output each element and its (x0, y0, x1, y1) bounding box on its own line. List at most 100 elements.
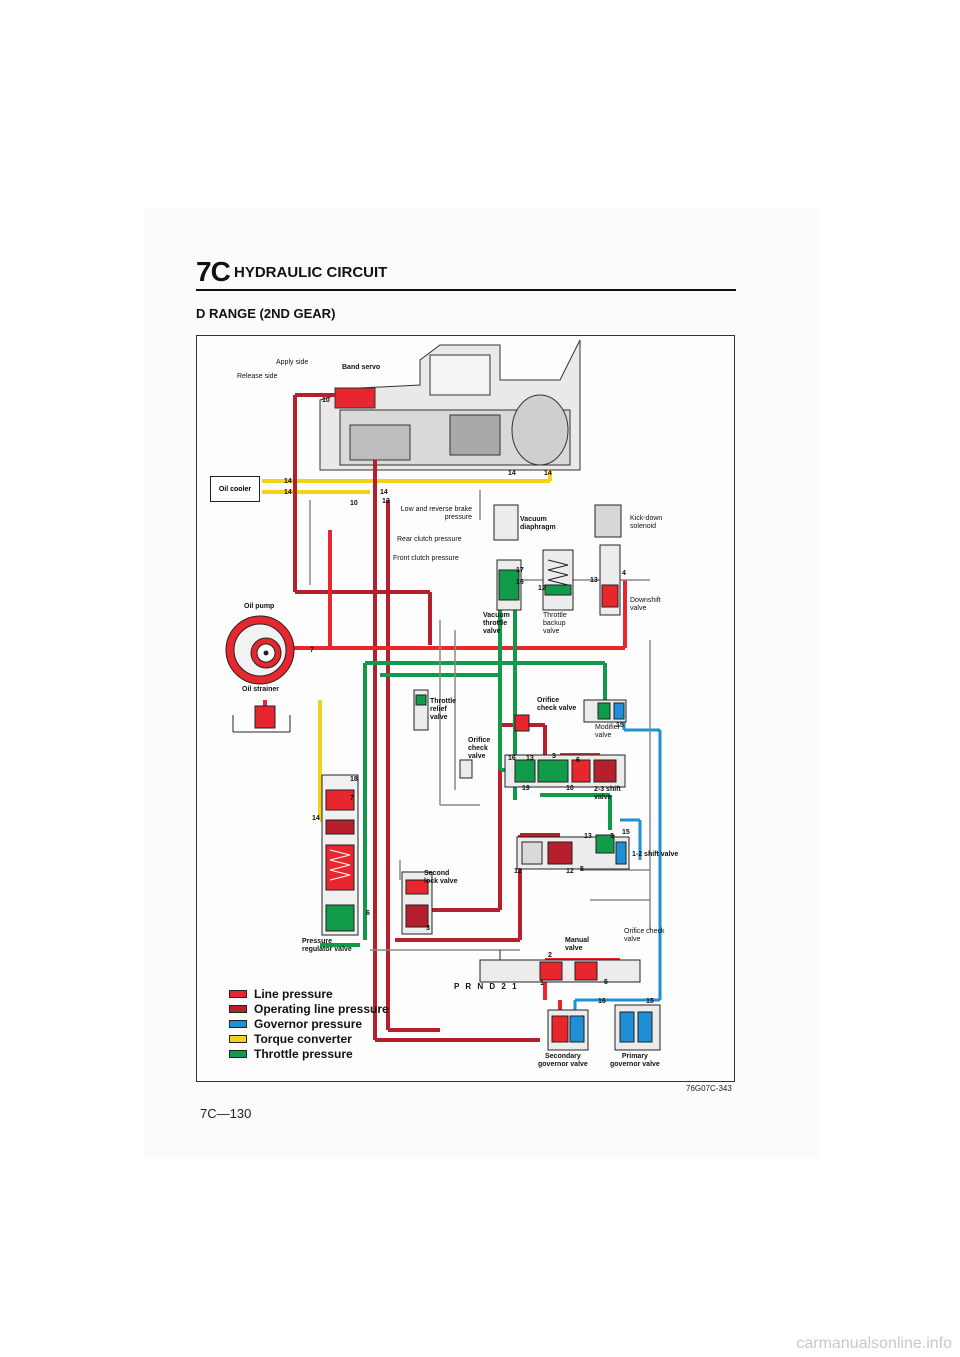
label-throttle-backup-valve: Throttle backup valve (543, 612, 567, 636)
port-number: 7 (310, 647, 314, 654)
label-shift-23-2: valve (594, 794, 612, 801)
port-number: 10 (350, 500, 358, 507)
kickdown-solenoid (594, 504, 622, 616)
legend-label: Governor pressure (254, 1017, 363, 1031)
label-selector-positions: P R N D 2 1 (454, 982, 519, 991)
label-pressure-regulator-valve: Pressure regulator valve (302, 938, 352, 954)
port-number: 13 (590, 577, 598, 584)
label-secondary-governor: Secondary governor valve (538, 1053, 588, 1069)
label-throttle-relief-2: relief (430, 706, 447, 713)
legend-item-operating-line-pressure: Operating line pressure (229, 1002, 389, 1016)
legend-swatch (229, 1005, 247, 1013)
figure-reference: 76G07C-343 (686, 1084, 732, 1093)
label-low-reverse-2: pressure (444, 514, 472, 521)
port-number: 1 (540, 980, 544, 987)
transmission-housing (319, 339, 581, 471)
port-number: 14 (380, 489, 388, 496)
section-title: HYDRAULIC CIRCUIT (234, 264, 388, 281)
label-orifice-check-c1: Orifice check (624, 928, 665, 935)
label-vacuum-throttle-1: Vacuum (483, 612, 510, 619)
label-oil-pump: Oil pump (244, 603, 275, 610)
label-shift-23-valve: 2-3 shift valve (594, 786, 621, 802)
throttle-relief-valve (413, 689, 429, 731)
port-number: 14 (312, 815, 320, 822)
legend-label: Operating line pressure (254, 1002, 389, 1016)
orifice-check-valve-left (459, 759, 473, 779)
port-number: 5 (580, 866, 584, 873)
port-number: 16 (598, 998, 606, 1005)
label-oil-cooler: Oil cooler (218, 485, 252, 493)
port-number: 10 (322, 397, 330, 404)
label-rear-clutch: Rear clutch pressure (397, 536, 462, 543)
label-throttle-relief-1: Throttle (430, 698, 457, 705)
label-secondary-gov-2: governor valve (538, 1061, 588, 1068)
label-manual-1: Manual (565, 937, 590, 944)
port-number: 12 (514, 868, 522, 875)
section-number: 7C (196, 256, 231, 287)
label-throttle-backup-1: Throttle (543, 612, 567, 619)
shift-23-valve (504, 754, 626, 788)
oil-cooler-box: Oil cooler (210, 476, 260, 502)
label-vacuum-diaphragm: Vacuum diaphragm (520, 516, 556, 532)
label-orifice-check-c2: valve (624, 936, 641, 943)
label-release-side: Release side (237, 373, 278, 380)
orifice-check-valve-top (514, 699, 627, 732)
label-kickdown-2: solenoid (630, 523, 657, 530)
watermark: carmanualsonline.info (796, 1335, 952, 1352)
label-oil-strainer: Oil strainer (242, 686, 279, 693)
port-number: 17 (516, 567, 524, 574)
port-number: 6 (576, 757, 580, 764)
label-vacuum-throttle-2: throttle (483, 620, 508, 627)
label-band-servo: Band servo (342, 364, 381, 371)
page-number: 7C—130 (200, 1106, 252, 1121)
drain-lines (309, 490, 651, 951)
label-orifice-check-1: Orifice (537, 697, 560, 704)
label-throttle-relief-3: valve (430, 714, 448, 721)
throttle-backup-valve (542, 549, 574, 611)
port-number: 15 (622, 829, 630, 836)
port-number: 10 (566, 785, 574, 792)
second-lock-valve (401, 871, 433, 935)
label-shift-23-1: 2-3 shift (594, 786, 621, 793)
label-orifice-check-valve-top: Orifice check valve (537, 697, 576, 713)
label-apply-side: Apply side (276, 359, 309, 366)
label-throttle-relief-valve: Throttle relief valve (430, 698, 456, 722)
legend-label: Torque converter (254, 1032, 352, 1046)
label-second-lock-valve: Second lock valve (424, 870, 457, 886)
label-throttle-backup-2: backup (543, 620, 566, 627)
port-number: 14 (544, 470, 552, 477)
label-orifice-check-b3: valve (468, 753, 486, 760)
legend-item-throttle-pressure: Throttle pressure (229, 1047, 389, 1061)
page-subtitle: D RANGE (2ND GEAR) (196, 306, 336, 321)
port-number: 12 (382, 498, 390, 505)
port-number: 14 (284, 478, 292, 485)
port-number: 14 (284, 489, 292, 496)
legend-label: Throttle pressure (254, 1047, 353, 1061)
port-number: 12 (538, 585, 546, 592)
label-low-reverse-1: Low and reverse brake (400, 506, 472, 513)
port-number: 3 (552, 753, 556, 760)
label-modifier-valve: Modifier valve (595, 724, 620, 740)
vacuum-throttle-valve (493, 504, 522, 611)
label-kickdown-solenoid: Kick-down solenoid (630, 515, 662, 531)
header-rule (196, 289, 736, 291)
label-manual-2: valve (565, 945, 583, 952)
oil-pump (225, 615, 295, 685)
port-number: 4 (622, 570, 626, 577)
port-number: 2 (548, 952, 552, 959)
legend-item-torque-converter: Torque converter (229, 1032, 389, 1046)
secondary-governor-valve (547, 1009, 589, 1051)
label-downshift-2: valve (630, 605, 647, 612)
port-number: 18 (350, 776, 358, 783)
oil-strainer (232, 705, 291, 733)
port-number: 3 (610, 833, 614, 840)
port-number: 5 (604, 979, 608, 986)
port-number: 14 (508, 470, 516, 477)
pressure-regulator-valve (321, 774, 359, 936)
label-pressure-reg-1: Pressure (302, 938, 332, 945)
port-number: 19 (522, 785, 530, 792)
port-number: 13 (526, 755, 534, 762)
primary-governor-valve (614, 1004, 661, 1051)
legend-item-line-pressure: Line pressure (229, 987, 389, 1001)
